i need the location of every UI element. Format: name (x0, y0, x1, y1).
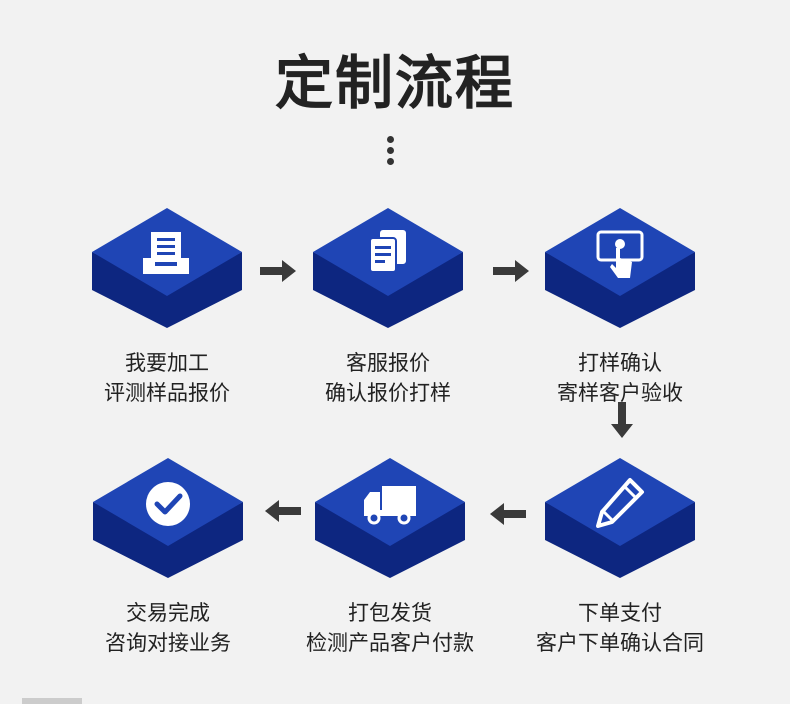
step-desc: 寄样客户验收 (557, 381, 683, 405)
step-desc: 咨询对接业务 (105, 631, 231, 655)
inbox-tray-icon (143, 232, 189, 274)
page-title: 定制流程 (274, 49, 515, 117)
check-circle-icon (146, 482, 190, 526)
step-title: 客服报价 (346, 351, 430, 375)
documents-icon (369, 230, 406, 273)
step-title: 打样确认 (578, 351, 662, 375)
arrow-left-icon (490, 503, 526, 525)
arrow-down-icon (611, 402, 633, 438)
process-step-1: 我要加工 评测样品报价 (62, 208, 272, 405)
step-title: 下单支付 (578, 601, 662, 625)
step-desc: 客户下单确认合同 (536, 631, 704, 655)
truck-icon (364, 486, 416, 525)
tablet-touch-icon (596, 230, 644, 278)
process-step-6: 交易完成 咨询对接业务 (63, 458, 273, 655)
pencil-icon (596, 478, 644, 528)
step-title: 我要加工 (125, 351, 209, 375)
ellipsis-icon (386, 136, 396, 169)
step-desc: 评测样品报价 (104, 381, 230, 405)
divider (22, 698, 82, 704)
arrow-right-icon (493, 260, 529, 282)
step-desc: 检测产品客户付款 (306, 631, 474, 655)
process-step-3: 打样确认 寄样客户验收 (515, 208, 725, 405)
arrow-right-icon (260, 260, 296, 282)
step-title: 打包发货 (348, 601, 432, 625)
process-step-5: 打包发货 检测产品客户付款 (285, 458, 495, 655)
step-title: 交易完成 (126, 601, 210, 625)
process-step-4: 下单支付 客户下单确认合同 (515, 458, 725, 655)
hex-block (545, 458, 695, 578)
arrow-left-icon (265, 500, 301, 522)
step-desc: 确认报价打样 (325, 381, 451, 405)
process-step-2: 客服报价 确认报价打样 (283, 208, 493, 405)
